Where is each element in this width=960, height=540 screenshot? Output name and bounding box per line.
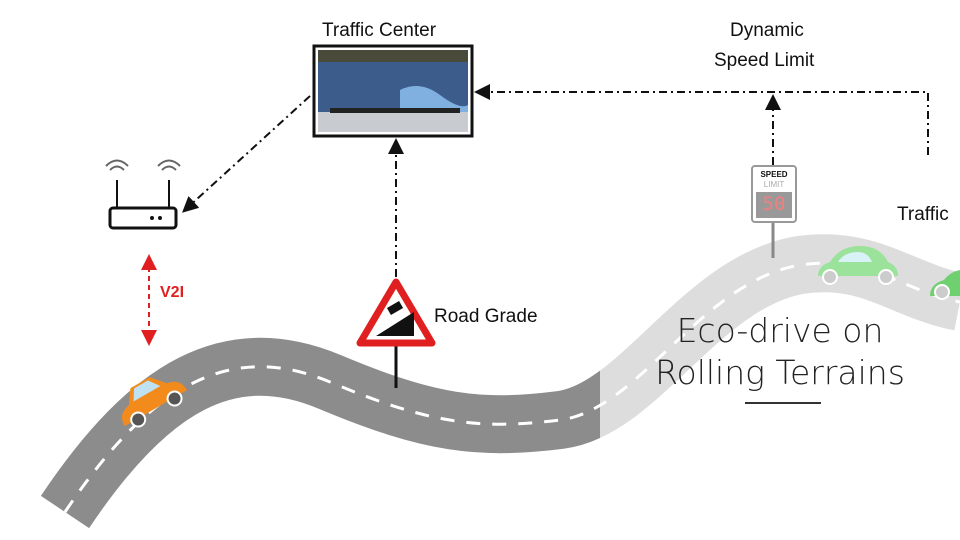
speed-sign-middle: LIMIT bbox=[763, 180, 785, 189]
traffic-label: Traffic bbox=[897, 204, 949, 225]
v2i-label: V2I bbox=[160, 284, 185, 301]
wifi-router-icon bbox=[105, 159, 181, 230]
green-car-icon-2 bbox=[930, 270, 960, 300]
title-line-1: Eco-drive on bbox=[676, 311, 884, 350]
orange-car-icon bbox=[121, 377, 188, 428]
road-grade-label: Road Grade bbox=[434, 306, 538, 327]
speed-limit-label: Speed Limit bbox=[714, 50, 815, 71]
road-grade-sign bbox=[356, 278, 436, 388]
speed-limit-sign bbox=[751, 165, 797, 258]
traffic-center-label: Traffic Center bbox=[322, 20, 437, 41]
speed-sign-top: SPEED bbox=[760, 170, 788, 179]
traffic-center-screen bbox=[312, 44, 474, 138]
dynamic-label: Dynamic bbox=[730, 20, 804, 41]
speed-sign-value: 50 bbox=[762, 193, 786, 215]
slide-title: Eco-drive on Rolling Terrains bbox=[650, 310, 910, 394]
title-line-2: Rolling Terrains bbox=[655, 353, 905, 392]
green-car-icon bbox=[818, 246, 898, 285]
